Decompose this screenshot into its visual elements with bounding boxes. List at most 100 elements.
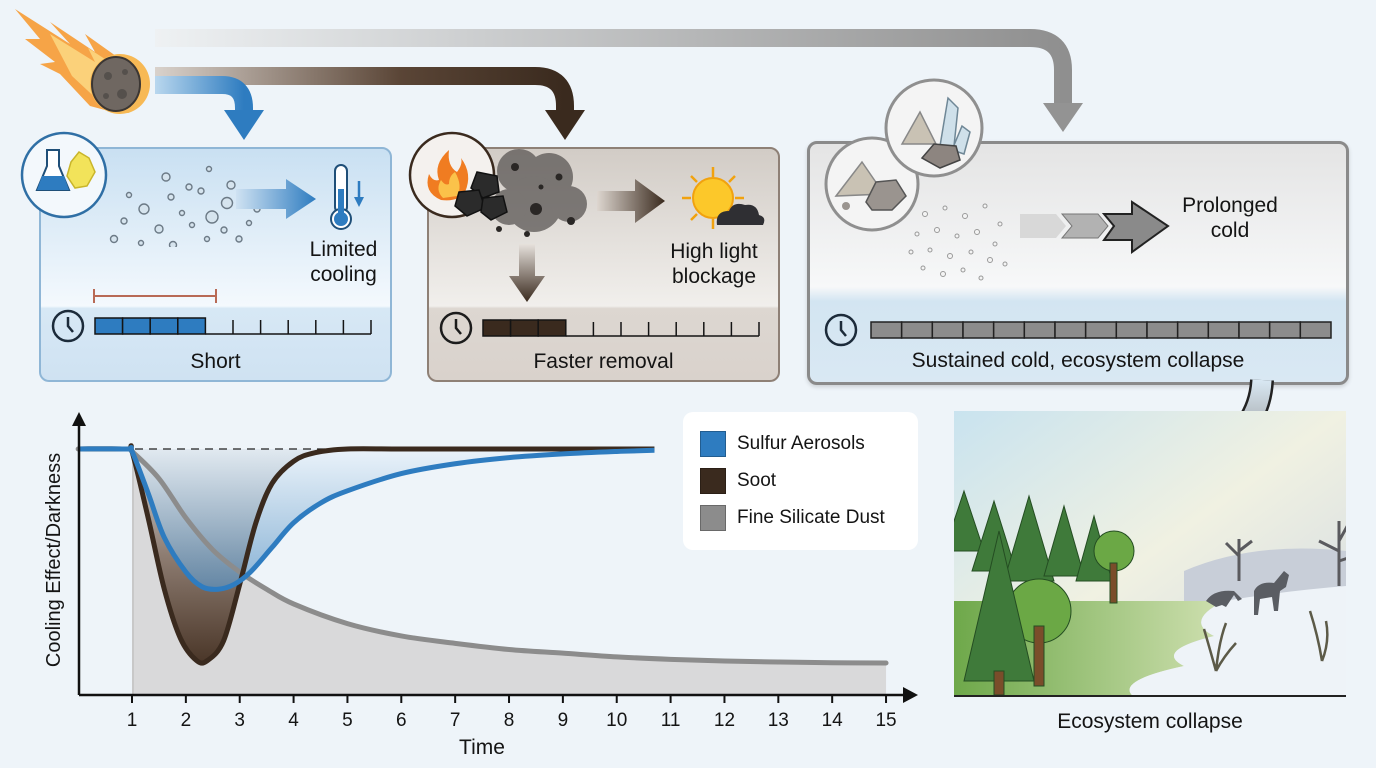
aerosol-particles bbox=[109, 165, 261, 247]
legend-swatch-sulfur bbox=[700, 431, 726, 457]
arrow-right-icon bbox=[236, 179, 316, 219]
crystal-icon bbox=[884, 78, 984, 178]
timeline-segment-filled bbox=[1176, 321, 1210, 339]
x-tick-label: 15 bbox=[875, 710, 896, 731]
clock-icon bbox=[439, 311, 473, 345]
clock-icon bbox=[824, 313, 858, 347]
timeline-segment-filled bbox=[992, 321, 1026, 339]
x-tick-label: 14 bbox=[822, 710, 844, 731]
x-tick-label: 7 bbox=[450, 710, 461, 731]
arrow-down-icon bbox=[509, 244, 545, 302]
x-tick-label: 2 bbox=[181, 710, 192, 731]
soot-outcome-line1: High light bbox=[670, 240, 758, 263]
coal-icon bbox=[454, 171, 508, 221]
dust-area-edge bbox=[132, 449, 134, 695]
dust-outcome-line2: cold bbox=[1210, 219, 1250, 242]
clock-icon bbox=[51, 309, 85, 343]
x-axis-label: Time bbox=[459, 736, 505, 759]
soot-panel: High light blockage Faster removal bbox=[427, 147, 780, 382]
fire-icon bbox=[427, 150, 469, 201]
x-tick-label: 12 bbox=[714, 710, 735, 731]
timeline-segment-filled bbox=[177, 317, 207, 335]
legend-label: Soot bbox=[737, 470, 777, 491]
snow-ground bbox=[1129, 586, 1346, 697]
legend-swatch-soot bbox=[700, 468, 726, 494]
dust-particles bbox=[908, 203, 1008, 281]
timeline-segment-filled bbox=[1023, 321, 1056, 339]
x-tick-label: 13 bbox=[768, 710, 789, 731]
soot-timeline bbox=[439, 311, 760, 345]
series-line-soot bbox=[78, 443, 655, 666]
sun-cloud-icon bbox=[682, 167, 765, 229]
timeline-segment-filled bbox=[931, 321, 964, 339]
y-axis-arrowhead bbox=[72, 412, 86, 426]
timeline-segment-filled bbox=[900, 321, 934, 339]
thermometer-down-icon bbox=[330, 164, 364, 230]
timeline-segment-filled bbox=[1115, 321, 1148, 339]
legend-label: Fine Silicate Dust bbox=[737, 507, 885, 528]
x-tick-label: 9 bbox=[558, 710, 569, 731]
dust-duration-label: Sustained cold, ecosystem collapse bbox=[911, 349, 1245, 372]
x-tick-label: 1 bbox=[127, 710, 138, 731]
timeline-segment-filled bbox=[94, 317, 124, 335]
series-line-fine-silicate-dust bbox=[75, 446, 889, 666]
timeline-segments bbox=[870, 321, 1332, 339]
ecosystem-illustration bbox=[954, 411, 1346, 697]
animal-silhouettes bbox=[1206, 571, 1289, 615]
legend-item-soot: Soot bbox=[700, 467, 776, 495]
timeline-segment-filled bbox=[482, 319, 512, 337]
rock-pile-icon bbox=[824, 136, 920, 232]
smoke-cloud-icon bbox=[491, 149, 587, 237]
x-tick-label: 4 bbox=[288, 710, 299, 731]
timeline-segment-filled bbox=[1238, 321, 1271, 339]
timeline-segment-filled bbox=[537, 319, 567, 337]
timeline-segments bbox=[94, 317, 372, 335]
chart-axes bbox=[72, 412, 918, 703]
sulfur-duration-label: Short bbox=[190, 350, 241, 373]
timeline-segment-filled bbox=[1054, 321, 1087, 339]
ecosystem-caption: Ecosystem collapse bbox=[1057, 710, 1243, 733]
legend-swatch-dust bbox=[700, 505, 726, 531]
sulfur-area-fill bbox=[78, 447, 655, 590]
sulfur-timeline bbox=[51, 309, 372, 343]
forest-trees bbox=[954, 489, 1135, 696]
x-axis-arrowhead bbox=[903, 687, 918, 703]
fire-coal-badge bbox=[408, 131, 508, 221]
wilted-plants bbox=[1202, 610, 1329, 672]
flow-arrows bbox=[155, 29, 1083, 140]
sulfur-crystal-icon bbox=[66, 151, 96, 189]
sulfur-outcome-line2: cooling bbox=[310, 263, 377, 286]
timeline-segment-filled bbox=[509, 319, 539, 337]
dust-outcome-line1: Prolonged bbox=[1182, 194, 1278, 217]
timeline-segment-filled bbox=[1146, 321, 1179, 339]
soot-outcome-line2: blockage bbox=[671, 265, 757, 288]
duration-bracket bbox=[93, 289, 217, 303]
arrow-to-soot-panel bbox=[155, 67, 585, 140]
x-tick-label: 5 bbox=[342, 710, 353, 731]
timeline-segment-filled bbox=[1207, 321, 1240, 339]
timeline-segment-filled bbox=[121, 317, 151, 335]
timeline-segment-filled bbox=[1299, 321, 1332, 339]
timeline-segment-filled bbox=[870, 321, 903, 339]
chart-legend: Sulfur Aerosols Soot Fine Silicate Dust bbox=[683, 412, 918, 550]
arrow-right-icon bbox=[597, 179, 665, 223]
sulfur-outcome-line1: Limited bbox=[309, 238, 378, 261]
legend-item-sulfur: Sulfur Aerosols bbox=[700, 430, 865, 458]
timeline-segment-filled bbox=[149, 317, 179, 335]
x-tick-label: 11 bbox=[661, 710, 681, 731]
dust-timeline bbox=[824, 313, 1332, 347]
timeline-segment-filled bbox=[1268, 321, 1302, 339]
meteor-icon bbox=[15, 9, 150, 114]
x-tick-label: 3 bbox=[234, 710, 245, 731]
x-tick-label: 10 bbox=[606, 710, 627, 731]
rock-crystal-badges bbox=[824, 78, 984, 232]
timeline-segments bbox=[482, 319, 760, 337]
series-line-sulfur-aerosols bbox=[78, 445, 655, 592]
soot-duration-label: Faster removal bbox=[533, 350, 674, 373]
x-tick-label: 6 bbox=[396, 710, 407, 731]
flask-icon bbox=[35, 149, 71, 191]
arrow-to-sulfur-panel bbox=[155, 76, 264, 140]
timeline-segment-filled bbox=[962, 321, 995, 339]
y-axis-label: Cooling Effect/Darkness bbox=[43, 453, 65, 667]
